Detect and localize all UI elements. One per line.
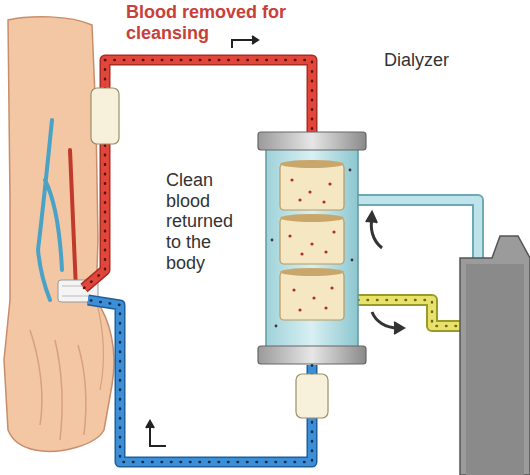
annotation-label: Dialyzer: [384, 50, 514, 71]
arm: [4, 17, 114, 452]
label-box: Clean blood returned to the body: [166, 170, 246, 273]
flow-arrows: [146, 36, 404, 446]
label-box: Dialyzer: [384, 50, 514, 71]
annotation-label: Blood removed for cleansing: [126, 2, 316, 43]
dialyzer: [258, 132, 366, 364]
dialysis-machine: [460, 236, 530, 475]
annotation-label: Clean blood returned to the body: [166, 170, 246, 273]
label-box: Blood removed for cleansing: [126, 2, 316, 43]
